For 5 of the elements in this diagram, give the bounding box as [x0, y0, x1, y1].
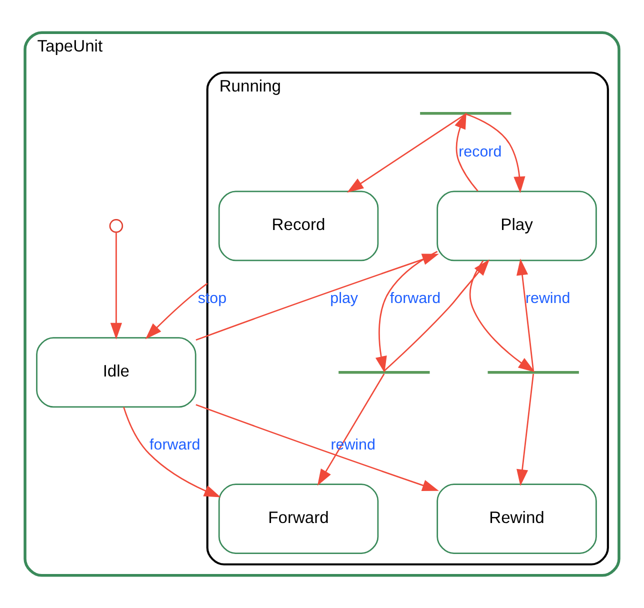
edge-label: forward [390, 290, 441, 308]
edge-label: rewind [525, 290, 570, 308]
edge-label: play [330, 290, 358, 308]
edge-label: forward [150, 436, 200, 454]
edge-label: record [458, 144, 502, 161]
